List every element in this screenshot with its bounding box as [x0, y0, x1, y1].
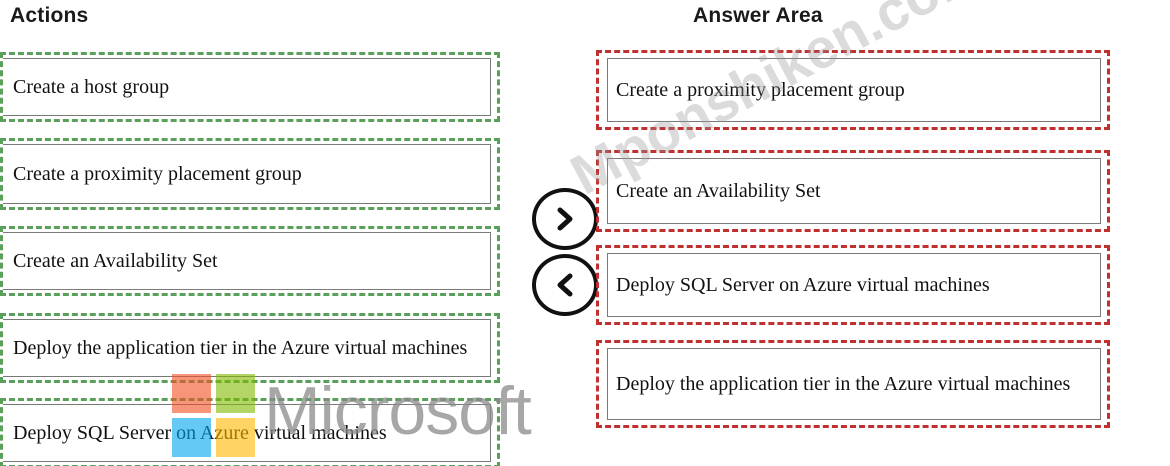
- action-item[interactable]: Create a proximity placement group: [0, 138, 500, 210]
- answer-slot[interactable]: Deploy the application tier in the Azure…: [596, 340, 1110, 428]
- actions-heading: Actions: [10, 4, 89, 27]
- action-label: Create a proximity placement group: [3, 144, 491, 204]
- chevron-left-icon: [557, 273, 573, 297]
- answer-label: Create a proximity placement group: [607, 58, 1101, 122]
- action-label: Create an Availability Set: [3, 232, 491, 290]
- answer-slot[interactable]: Create an Availability Set: [596, 150, 1110, 232]
- action-label: Create a host group: [3, 58, 491, 116]
- move-left-button[interactable]: [532, 254, 598, 316]
- microsoft-logo-icon: [172, 374, 256, 458]
- answer-label: Deploy the application tier in the Azure…: [607, 348, 1101, 420]
- action-item[interactable]: Create an Availability Set: [0, 226, 500, 296]
- answer-slot[interactable]: Create a proximity placement group: [596, 50, 1110, 130]
- microsoft-watermark: Microsoft: [264, 373, 532, 449]
- answer-area-heading: Answer Area: [693, 4, 823, 27]
- answer-label: Create an Availability Set: [607, 158, 1101, 224]
- answer-slot[interactable]: Deploy SQL Server on Azure virtual machi…: [596, 245, 1110, 325]
- chevron-right-icon: [557, 207, 573, 231]
- action-label: Deploy the application tier in the Azure…: [3, 319, 491, 377]
- action-item[interactable]: Create a host group: [0, 52, 500, 122]
- answer-label: Deploy SQL Server on Azure virtual machi…: [607, 253, 1101, 317]
